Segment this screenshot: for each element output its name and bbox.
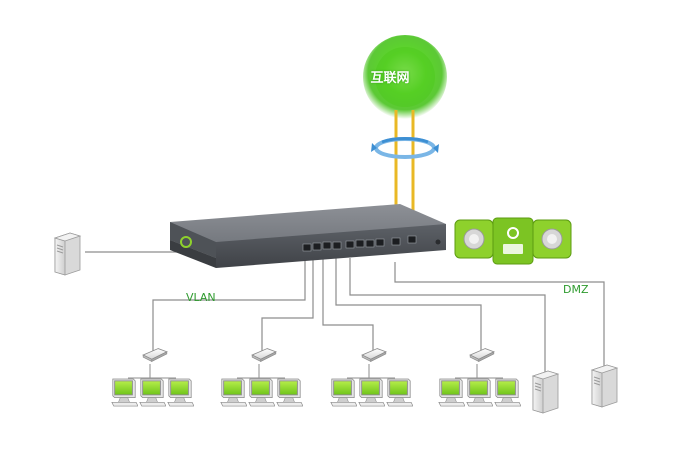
pc-group-4: [438, 364, 521, 407]
internet-node: [363, 35, 447, 119]
network-router: [170, 204, 446, 268]
router-logo-icon: [180, 236, 192, 248]
lan-cables: [85, 251, 605, 380]
pc-group-1: [111, 364, 194, 407]
green-device: [454, 217, 572, 265]
router-ports: [302, 235, 417, 252]
dmz-label: DMZ: [563, 283, 589, 296]
dmz-server-2-icon: [591, 364, 618, 408]
refresh-icon: [371, 136, 439, 159]
dmz-server-1-icon: [532, 370, 559, 414]
device-logo-icon: [507, 227, 519, 239]
vlan-label: VLAN: [186, 291, 216, 304]
internet-label: 互联网: [370, 71, 410, 86]
dmz-servers: [532, 364, 618, 414]
pc-group-3: [330, 364, 413, 407]
pc-group-2: [220, 364, 303, 407]
server-icon: [54, 232, 81, 276]
wifi-access-point: [142, 348, 495, 362]
